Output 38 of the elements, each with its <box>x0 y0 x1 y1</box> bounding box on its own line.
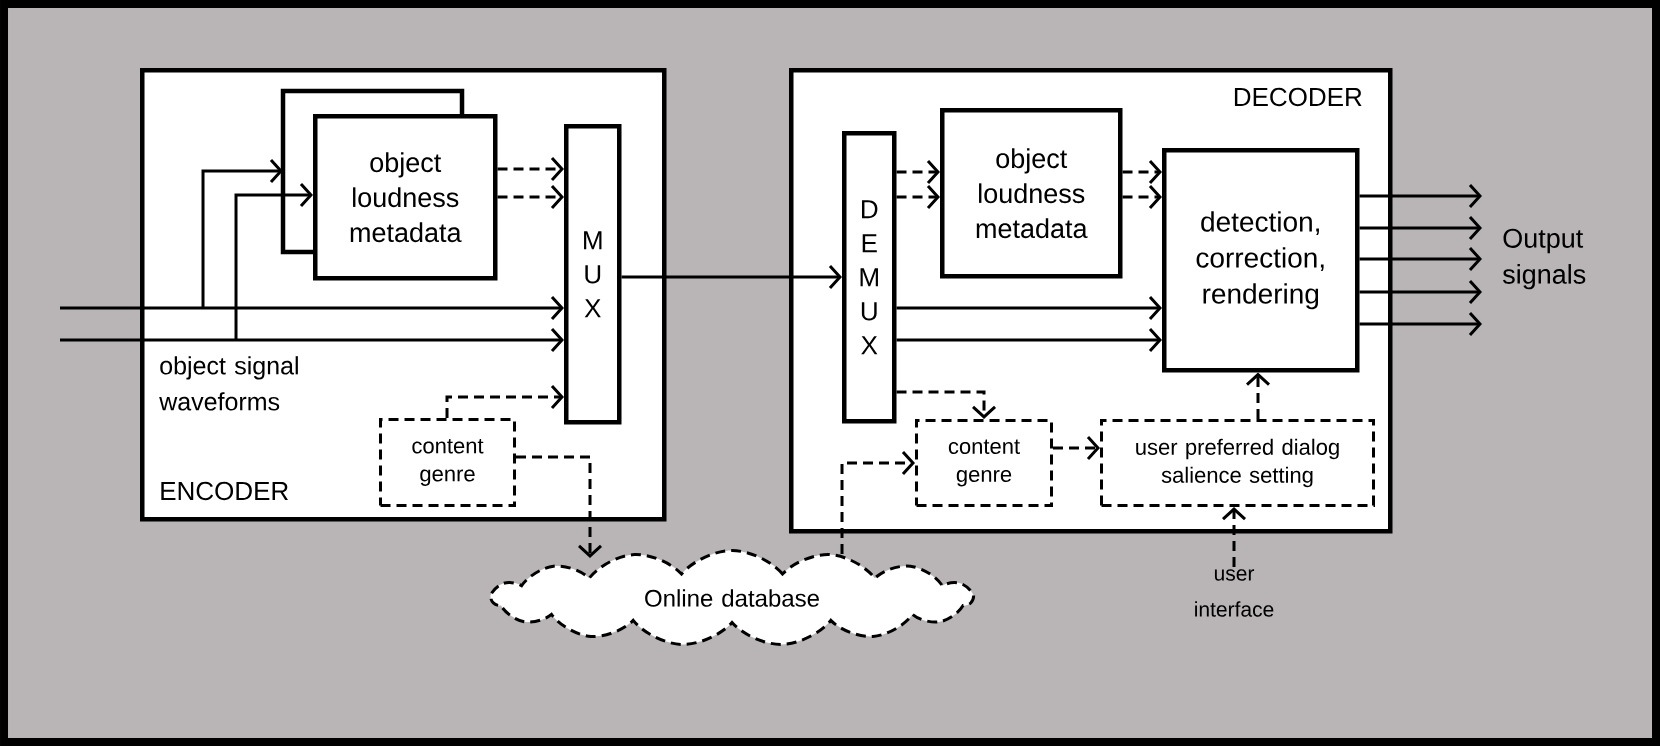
dashed-arrow <box>896 160 940 184</box>
dashed-arrow <box>445 385 564 418</box>
dashed-box: content genre <box>915 419 1053 507</box>
dashed-box: user preferred dialog salience setting <box>1100 419 1375 507</box>
arrow <box>896 328 1162 352</box>
arrow <box>60 296 564 320</box>
stacked-box <box>280 88 465 255</box>
arrow <box>1359 216 1482 240</box>
arrow <box>896 296 1162 320</box>
arrow <box>234 183 313 340</box>
process-box: object loudness metadata <box>313 114 498 281</box>
dashed-arrow <box>840 451 915 554</box>
text-label: user interface <box>1195 569 1274 617</box>
dashed-arrow <box>1122 160 1162 184</box>
process-box: object loudness metadata <box>940 108 1123 279</box>
dashed-box: content genre <box>379 418 516 507</box>
multiplexer-bar: M U X <box>564 124 622 425</box>
text-label: object signal waveforms <box>159 356 298 411</box>
dashed-arrow <box>1053 436 1100 460</box>
text-label: Output signals <box>1502 228 1586 290</box>
process-box: detection, correction, rendering <box>1162 148 1360 373</box>
arrow <box>60 328 564 352</box>
arrow <box>1359 280 1482 304</box>
dashed-arrow <box>1122 185 1162 209</box>
dashed-arrow <box>497 157 564 181</box>
cloud: Online database <box>488 549 976 646</box>
dashed-arrow <box>896 390 996 419</box>
demultiplexer-bar: D E M U X <box>842 131 897 424</box>
dashed-arrow <box>497 185 564 209</box>
dashed-arrow <box>1222 507 1246 568</box>
arrow <box>1359 184 1482 208</box>
dashed-arrow <box>516 455 602 558</box>
arrow <box>1359 312 1482 336</box>
arrow <box>621 265 842 289</box>
dashed-arrow <box>896 185 940 209</box>
arrow <box>201 159 283 308</box>
arrow <box>1359 247 1482 271</box>
dashed-arrow <box>1246 372 1270 419</box>
